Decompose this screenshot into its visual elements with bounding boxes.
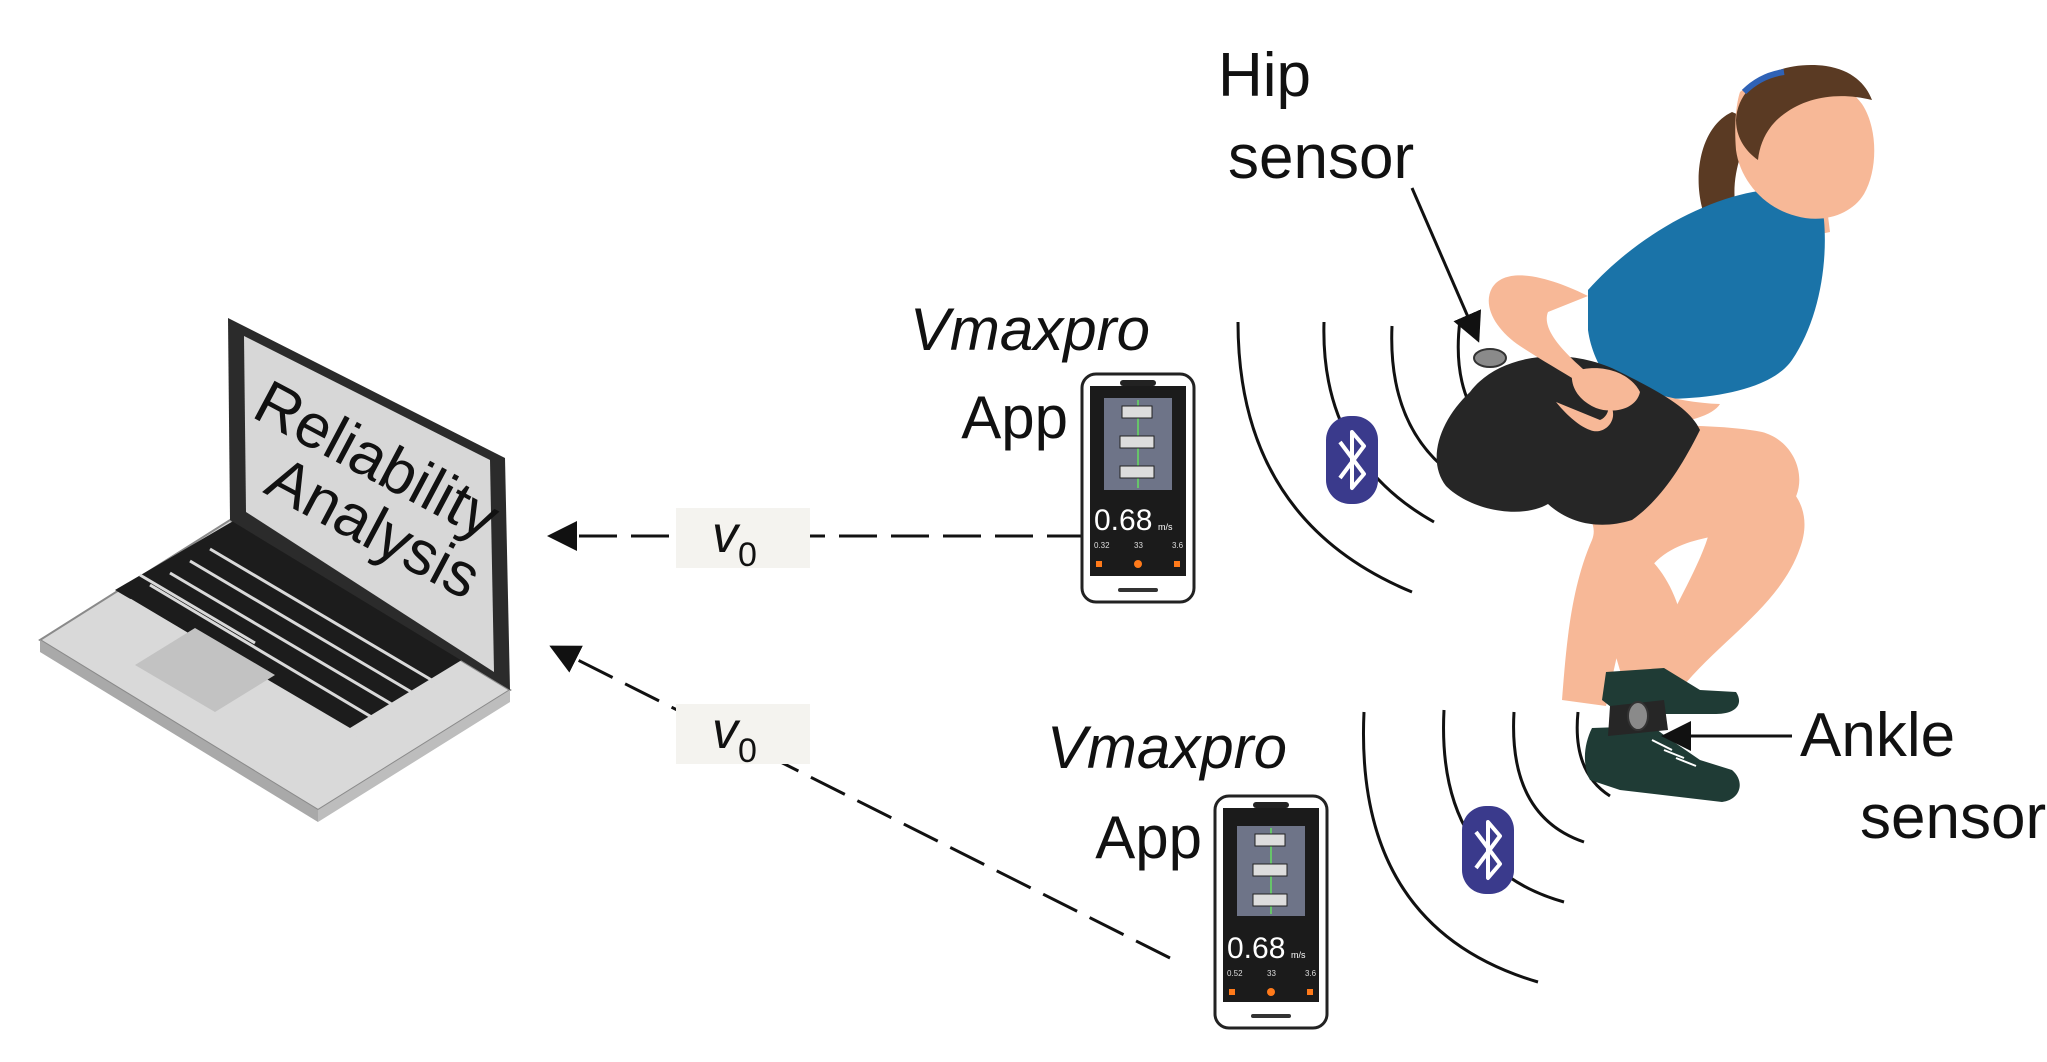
phone-top-app-name: Vmaxpro: [910, 296, 1150, 363]
phone-top-readout-value: 0.68: [1094, 504, 1152, 537]
ankle-label-line-1: Ankle: [1800, 701, 1955, 770]
laptop-icon: Reliability Analysis: [38, 318, 512, 822]
ankle-sensor-label: Ankle sensor: [1661, 701, 2046, 852]
phone-top-mini-3: 3.6: [1172, 541, 1184, 550]
phone-bottom-readout-unit: m/s: [1291, 950, 1306, 960]
svg-text:v0: v0: [712, 506, 757, 574]
bluetooth-icon: [1326, 416, 1378, 504]
phone-bottom-app-name: Vmaxpro: [1047, 714, 1287, 781]
hip-pointer-arrow: [1410, 187, 1482, 343]
arrow-bottom-label: v: [712, 702, 741, 760]
phone-bottom-readout-value: 0.68: [1227, 932, 1285, 965]
arrow-bottom: v0: [549, 645, 1171, 960]
hip-sensor-label: Hip sensor: [1218, 41, 1482, 343]
arrow-top-subscript: 0: [738, 536, 757, 574]
hip-label-line-2: sensor: [1228, 123, 1414, 192]
smartphone-icon: Vmaxpro App 0.68 m/s 0.32 33 3.6: [910, 296, 1196, 604]
ankle-label-line-2: sensor: [1860, 783, 2046, 852]
arrow-bottom-subscript: 0: [738, 732, 757, 770]
sensor-icon: [1627, 701, 1649, 731]
phone-top-mini-2: 33: [1134, 541, 1143, 550]
bluetooth-icon: [1462, 806, 1514, 894]
hip-label-line-1: Hip: [1218, 41, 1311, 110]
phone-top-mini-1: 0.32: [1094, 541, 1110, 550]
phone-top-readout-unit: m/s: [1158, 522, 1173, 532]
phone-top-app-word: App: [961, 384, 1068, 451]
svg-text:v0: v0: [712, 702, 757, 770]
smartphone-icon: Vmaxpro App 0.68 m/s 0.52 33 3.6: [1047, 714, 1329, 1030]
phone-bottom-mini-3: 3.6: [1305, 969, 1317, 978]
arrow-top-label: v: [712, 506, 741, 564]
phone-bottom-mini-1: 0.52: [1227, 969, 1243, 978]
phone-bottom-app-word: App: [1095, 804, 1202, 871]
arrow-top: v0: [547, 506, 1085, 574]
laptop-keyboard: [115, 520, 470, 728]
athlete-figure: [1436, 65, 1875, 802]
sensor-icon: [1473, 348, 1507, 368]
phone-bottom-mini-2: 33: [1267, 969, 1276, 978]
